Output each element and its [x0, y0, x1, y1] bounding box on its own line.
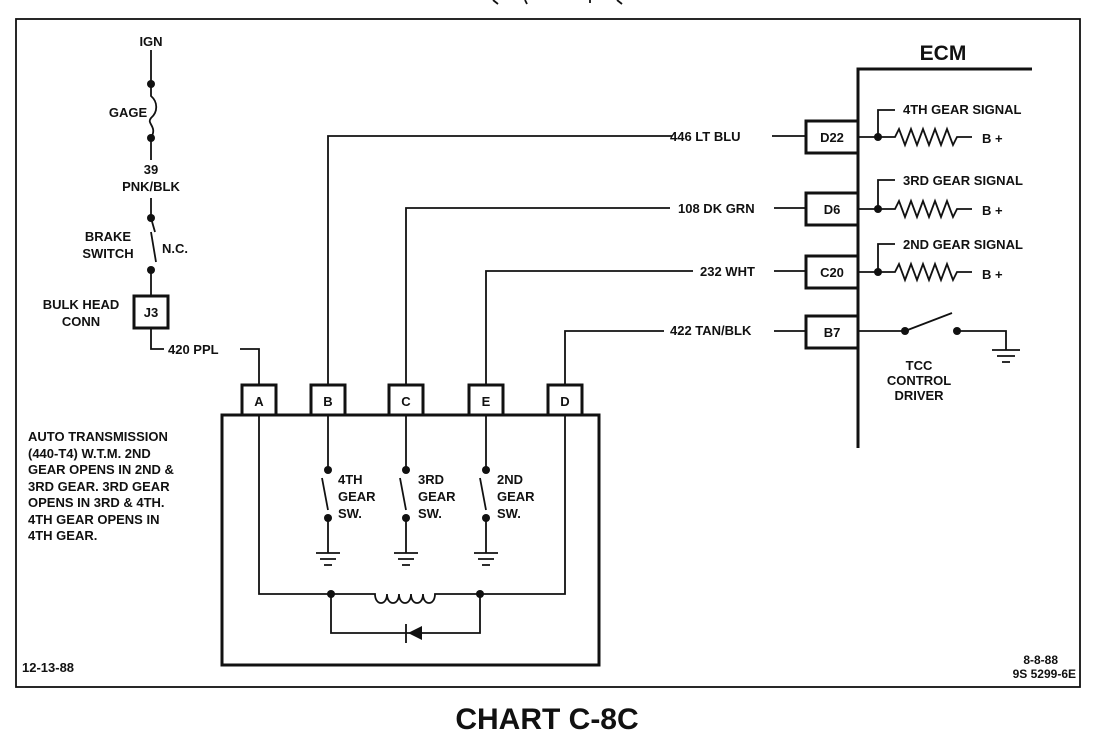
- ecm-title: ECM: [920, 42, 967, 65]
- sw4-label-2: GEAR: [338, 489, 376, 504]
- tap-2nd: [877, 243, 895, 272]
- tcc-solenoid-coil: [365, 593, 443, 604]
- ign-label: IGN: [139, 34, 162, 49]
- brake-switch-blade: [150, 217, 157, 263]
- conn-pin-c: [387, 383, 425, 417]
- ecm-pin-b7-label: B7: [824, 325, 841, 340]
- j3-pin: J3: [144, 305, 158, 320]
- bplus-2nd: B +: [982, 267, 1003, 282]
- signal-3rd-label: 3RD GEAR SIGNAL: [903, 173, 1023, 188]
- top-marks: [492, 0, 623, 5]
- conn-pin-b: [309, 383, 347, 417]
- diode-icon: [408, 626, 422, 640]
- conn-pin-a-label: A: [254, 394, 264, 409]
- conn-pin-c-label: C: [401, 394, 411, 409]
- sw2-blade: [479, 477, 487, 511]
- sw3-node-top: [402, 466, 410, 474]
- brake-label-1: BRAKE: [85, 229, 132, 244]
- sw3-label-1: 3RD: [418, 472, 444, 487]
- wire-420-label: 420 PPL: [168, 342, 219, 357]
- j3-out-wire: [150, 328, 164, 350]
- part-number: 9S 5299-6E: [1013, 667, 1076, 681]
- brake-label-2: SWITCH: [82, 246, 133, 261]
- brake-nc-label: N.C.: [162, 241, 188, 256]
- note-line-5: OPENS IN 3RD & 4TH.: [28, 495, 165, 510]
- sw4-label-3: SW.: [338, 506, 362, 521]
- sw3-label-2: GEAR: [418, 489, 456, 504]
- date-left: 12-13-88: [22, 660, 74, 675]
- sw3-blade: [399, 477, 407, 511]
- ecm-pin-b7: [804, 314, 860, 350]
- wire-232-label: 232 WHT: [700, 264, 755, 279]
- date-right: 8-8-88: [1023, 653, 1058, 667]
- tap-4th: [877, 109, 895, 137]
- note-line-6: 4TH GEAR OPENS IN: [28, 512, 159, 527]
- tcc-label-3: DRIVER: [894, 388, 944, 403]
- tcc-ground-wire: [957, 330, 1007, 350]
- sw2-label-2: GEAR: [497, 489, 535, 504]
- sw3-ground-icon: [394, 518, 418, 566]
- wire-108-label: 108 DK GRN: [678, 201, 755, 216]
- bplus-3rd: B +: [982, 203, 1003, 218]
- solenoid-supply-loop: [258, 415, 566, 595]
- conn-pin-e: [467, 383, 505, 417]
- bulkhead-label-1: BULK HEAD: [43, 297, 120, 312]
- wire-446-label: 446 LT BLU: [670, 129, 741, 144]
- sw4-node-top: [324, 466, 332, 474]
- ecm-pin-d22: [804, 119, 860, 155]
- bulkhead-label-2: CONN: [62, 314, 100, 329]
- wire-422-label: 422 TAN/BLK: [670, 323, 752, 338]
- sw3-label-3: SW.: [418, 506, 442, 521]
- diagram-frame: [15, 18, 1081, 688]
- wire-39-num: 39: [144, 162, 158, 177]
- signal-2nd-label: 2ND GEAR SIGNAL: [903, 237, 1023, 252]
- resistor-3rd: [858, 198, 972, 220]
- ecm-pin-c20-label: C20: [820, 265, 844, 280]
- sw4-blade: [321, 477, 329, 511]
- ecm-pin-d22-label: D22: [820, 130, 844, 145]
- tcc-label-2: CONTROL: [887, 373, 951, 388]
- tcc-switch-blade: [904, 312, 953, 332]
- gage-label: GAGE: [109, 105, 148, 120]
- resistor-2nd: [858, 261, 972, 283]
- conn-pin-d-label: D: [560, 394, 569, 409]
- transmission-box: [220, 413, 601, 667]
- tcc-ground-icon: [992, 349, 1020, 363]
- conn-pin-e-label: E: [482, 394, 491, 409]
- note-line-3: GEAR OPENS IN 2ND &: [28, 462, 174, 477]
- conn-pin-b-label: B: [323, 394, 332, 409]
- chart-caption: CHART C-8C: [455, 703, 638, 736]
- signal-4th-label: 4TH GEAR SIGNAL: [903, 102, 1022, 117]
- wire-39-color: PNK/BLK: [122, 179, 180, 194]
- sw2-label-3: SW.: [497, 506, 521, 521]
- wire-108: [405, 207, 670, 385]
- bplus-4th: B +: [982, 131, 1003, 146]
- wire-422: [564, 330, 664, 385]
- note-line-7: 4TH GEAR.: [28, 528, 97, 543]
- sw2-label-1: 2ND: [497, 472, 523, 487]
- note-line-2: (440-T4) W.T.M. 2ND: [28, 446, 151, 461]
- wire-420: [240, 348, 260, 385]
- wire-446: [327, 135, 672, 385]
- note-line-1: AUTO TRANSMISSION: [28, 429, 168, 444]
- sw4-label-1: 4TH: [338, 472, 363, 487]
- tcc-label-1: TCC: [906, 358, 933, 373]
- sw2-node-top: [482, 466, 490, 474]
- ecm-pin-d6: [804, 191, 860, 227]
- ecm-pin-d6-label: D6: [824, 202, 841, 217]
- note-line-4: 3RD GEAR. 3RD GEAR: [28, 479, 170, 494]
- resistor-4th: [858, 126, 972, 148]
- sw4-ground-icon: [316, 518, 340, 566]
- gage-fuse: [148, 84, 158, 139]
- tap-3rd: [877, 179, 895, 209]
- wire-232: [485, 270, 693, 385]
- sw2-ground-icon: [474, 518, 498, 566]
- ecm-outline: [856, 67, 1032, 448]
